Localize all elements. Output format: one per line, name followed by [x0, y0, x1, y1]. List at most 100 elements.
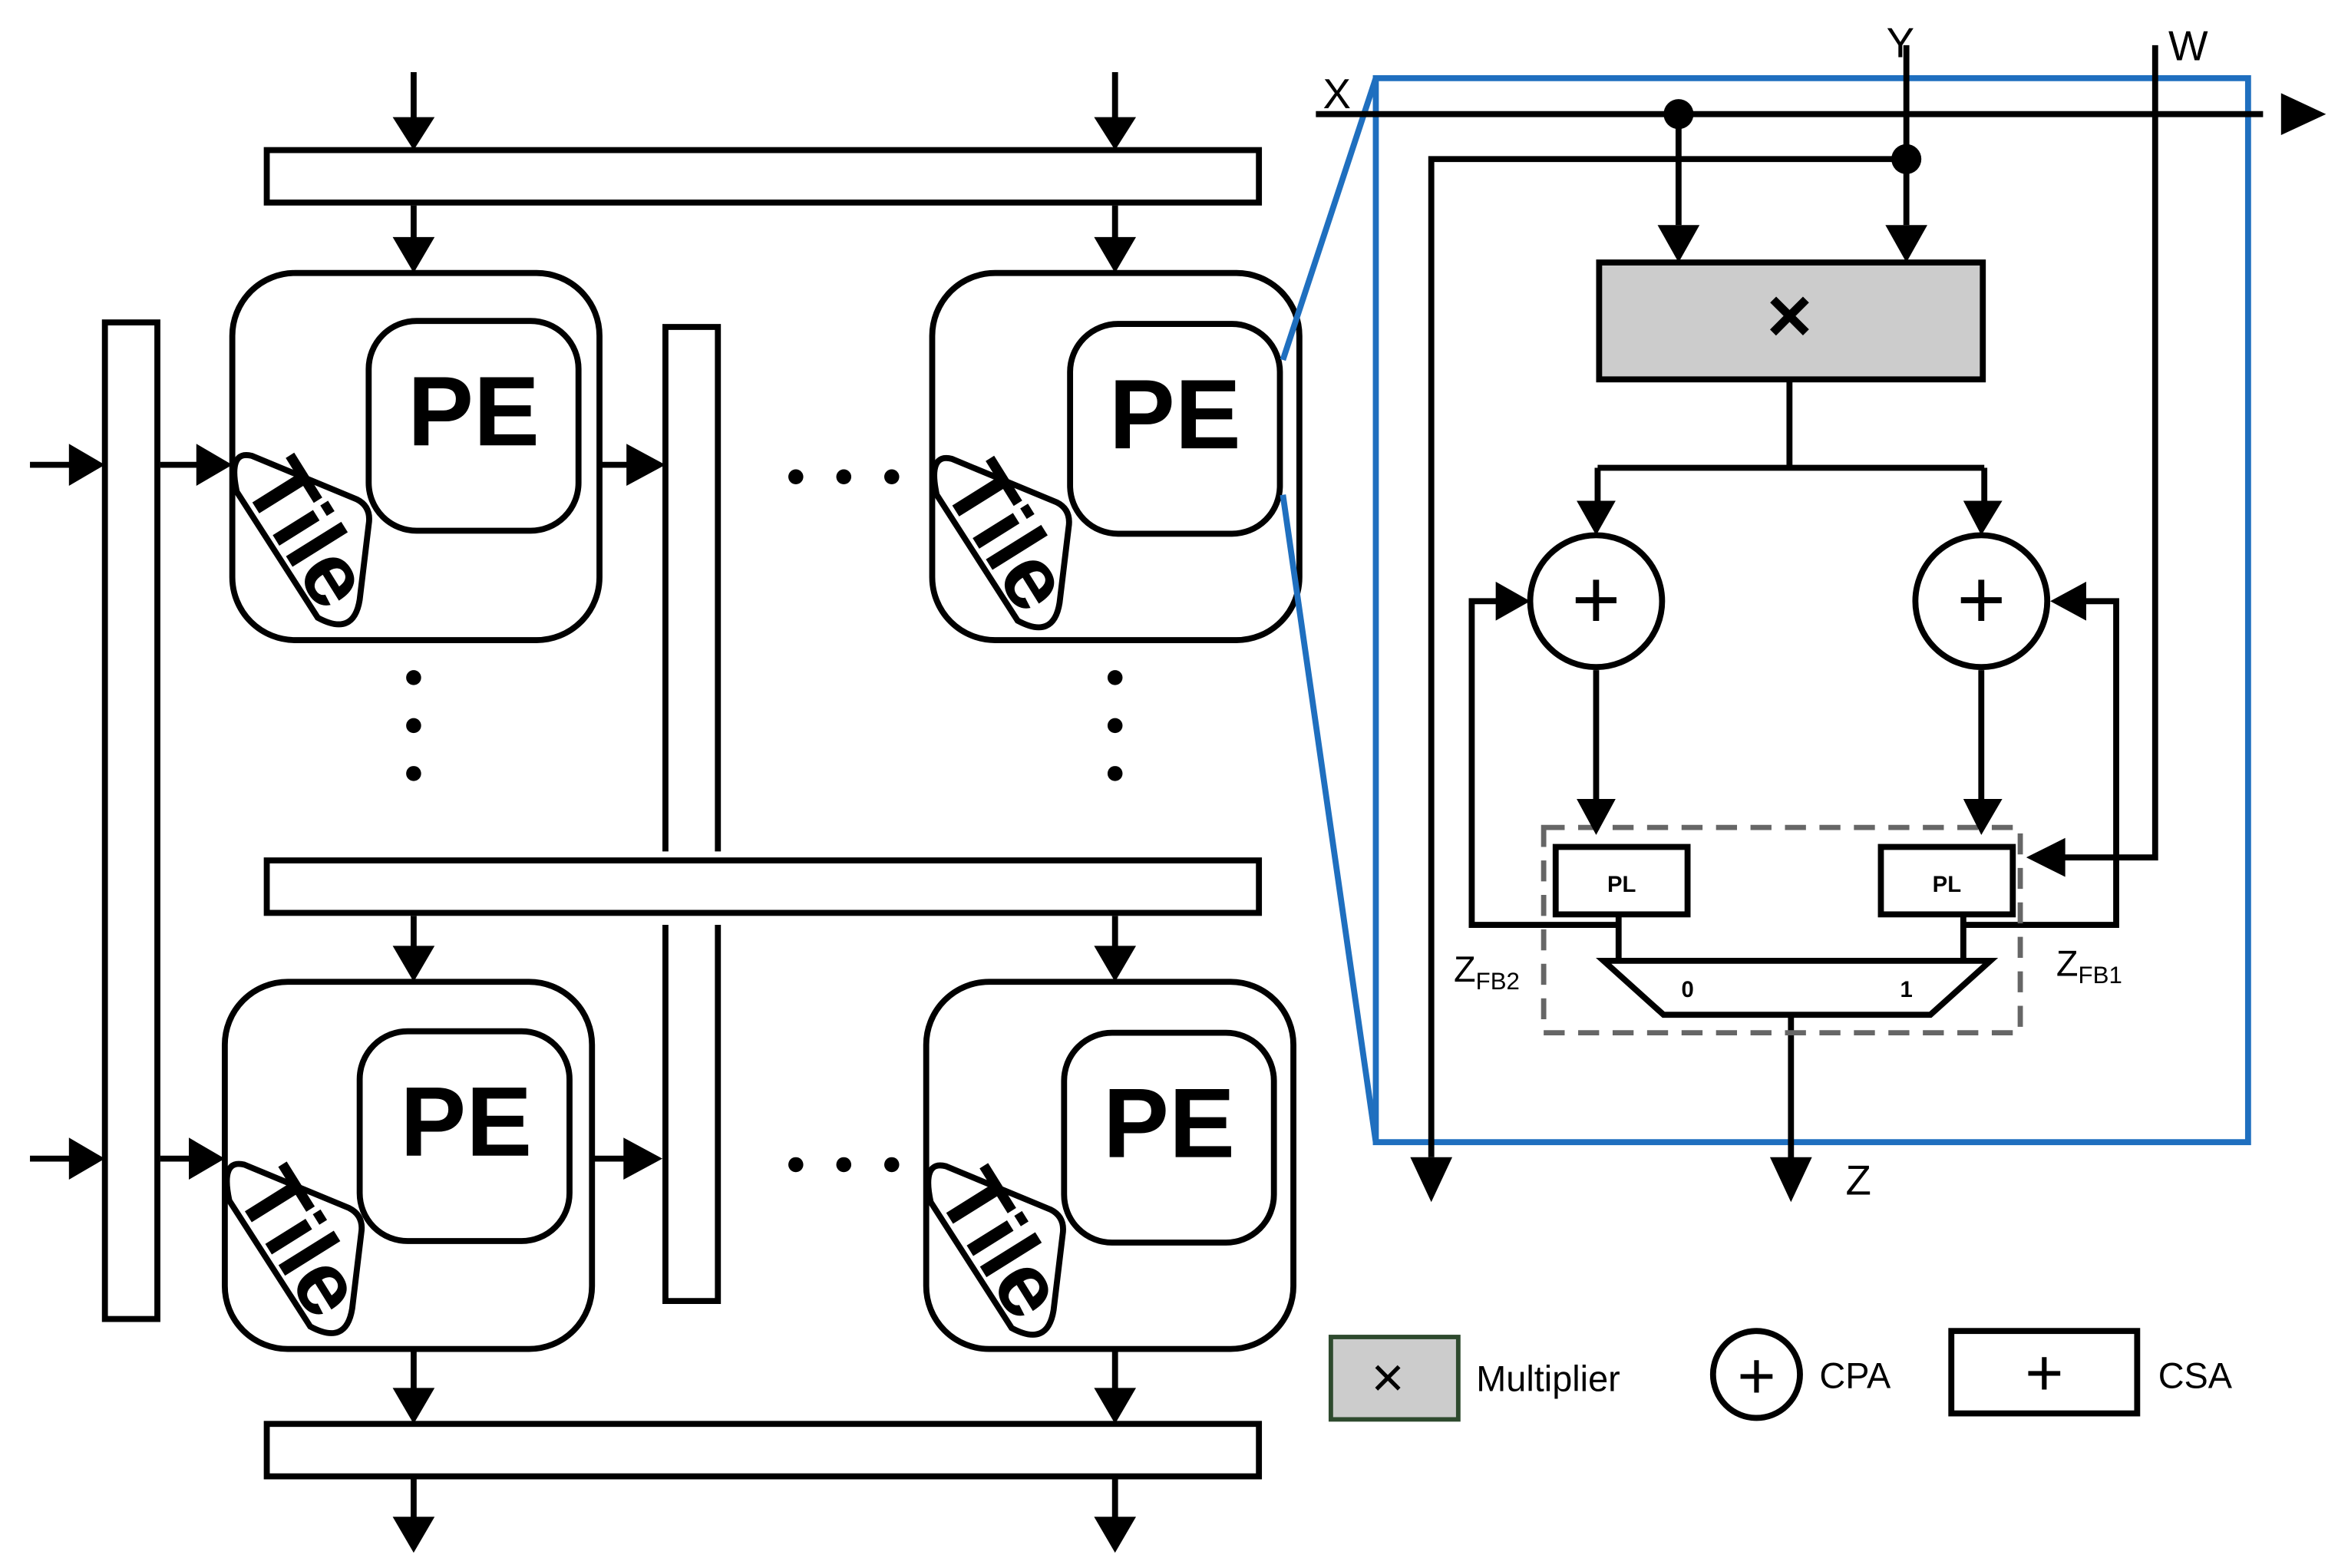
arrow-shaft-bottom-outputs — [411, 1479, 1118, 1537]
legend-csa-symbol: + — [2025, 1336, 2063, 1410]
arrowhead — [1094, 236, 1137, 273]
bus-bar-top — [263, 147, 1263, 206]
arrowhead — [1094, 117, 1137, 150]
arrowhead — [1094, 1517, 1137, 1553]
ellipsis-dot — [788, 1157, 804, 1173]
multiplier-symbol: × — [1767, 271, 1812, 358]
arrow-shaft-left-to-pe — [160, 461, 218, 1162]
pe-box-r2c1 — [356, 1028, 573, 1244]
ellipsis-dot — [406, 766, 421, 781]
feedback-zfb2 — [1468, 598, 1622, 959]
arrow-shaft-pe-to-bottom — [411, 1352, 1118, 1409]
bus-bar-center-lower — [662, 925, 722, 1305]
arrowhead — [392, 1388, 435, 1424]
junction-dot-x — [1663, 99, 1694, 130]
zfb2-main: Z — [1454, 949, 1476, 989]
arrowhead — [1963, 799, 2003, 835]
multiplier-output-lines — [1594, 379, 1988, 507]
ellipsis-dot — [406, 718, 421, 734]
zoom-detail-box — [1372, 74, 2251, 1146]
legend-csa-swatch — [1948, 1328, 2141, 1417]
grid-arrowheads — [68, 117, 1137, 1553]
ellipsis-dot — [1107, 718, 1123, 734]
ellipsis-dot — [884, 469, 900, 484]
legend-multiplier-symbol: × — [1371, 1345, 1404, 1409]
arrowhead — [196, 444, 233, 486]
output-z-label: Z — [1845, 1157, 1871, 1204]
arrow-shaft-top-inputs — [411, 72, 1118, 136]
arrowhead — [1885, 225, 1927, 263]
detail-labels: X Y W Z × + + PL PL 0 1 ZFB2 ZFB1 — [1323, 20, 2208, 1204]
tile-outer-r2c1 — [221, 979, 596, 1352]
detail-arrowheads — [1410, 93, 2326, 1203]
zfb1-subscript: FB1 — [2079, 962, 2122, 989]
pe-label-r2c1: PE — [400, 1067, 532, 1177]
ellipsis-dot — [836, 1157, 852, 1173]
pe-box-r1c2 — [1067, 321, 1283, 537]
arrowhead — [1577, 799, 1616, 835]
arrowhead — [623, 1137, 663, 1180]
input-x-label: X — [1323, 71, 1350, 117]
junction-dot-y — [1891, 144, 1922, 174]
grid-left — [30, 72, 1303, 1537]
pe-box-r2c2 — [1061, 1029, 1277, 1246]
arrowhead — [392, 236, 435, 273]
arrowhead — [1094, 1388, 1137, 1424]
zfb2-label: ZFB2 — [1454, 949, 1520, 995]
tile-outer-r2c2 — [923, 979, 1296, 1352]
arrowhead — [1094, 946, 1137, 982]
mux-input-0: 0 — [1681, 977, 1693, 1002]
arrowhead — [2280, 93, 2326, 136]
w-line — [2056, 45, 2158, 861]
bus-bar-center-upper — [662, 324, 722, 852]
pl-left-label: PL — [1607, 872, 1636, 897]
arrowhead — [1769, 1157, 1812, 1203]
zoom-line-bottom — [1280, 494, 1379, 1143]
ellipsis-dots — [406, 469, 1123, 1173]
cpa-right-symbol: + — [1957, 553, 2006, 646]
pl-box-right — [1877, 843, 2016, 918]
feedback-zfb1 — [1960, 598, 2119, 959]
zfb1-main: Z — [2056, 943, 2079, 983]
arrowhead — [1410, 1157, 1453, 1203]
tile-tab-r1c2 — [931, 454, 1072, 631]
pl-right-label: PL — [1933, 872, 1961, 897]
y-passthrough — [1428, 156, 1907, 1157]
legend: × Multiplier + CPA + CSA — [1328, 1328, 2233, 1422]
zoom-frame — [1280, 74, 2251, 1146]
arrow-shaft-mid-to-pe — [411, 916, 1118, 967]
ellipsis-dot — [1107, 766, 1123, 781]
arrowhead — [68, 1137, 105, 1180]
ellipsis-dot — [836, 469, 852, 484]
ellipsis-dot — [788, 469, 804, 484]
ellipsis-dot — [884, 1157, 900, 1173]
arrowhead — [1577, 500, 1616, 536]
zfb2-subscript: FB2 — [1476, 968, 1520, 995]
arrowhead — [2050, 581, 2086, 621]
arrowhead — [392, 1517, 435, 1553]
input-w-label: W — [2168, 22, 2208, 69]
cpa-left-symbol: + — [1572, 553, 1621, 646]
tile-tab-r1c1 — [231, 452, 372, 628]
legend-multiplier-label: Multiplier — [1476, 1358, 1620, 1398]
tile-tab-r2c2 — [925, 1162, 1066, 1338]
input-y-label: Y — [1887, 20, 1914, 67]
pe-label-r1c2: PE — [1109, 359, 1241, 470]
mux — [1596, 957, 1999, 1018]
arrow-shaft-left-inputs — [30, 461, 91, 1162]
arrowhead — [189, 1137, 225, 1180]
legend-csa-label: CSA — [2158, 1355, 2233, 1395]
legend-cpa-symbol: + — [1737, 1339, 1775, 1413]
arrowhead — [392, 946, 435, 982]
legend-multiplier-swatch — [1328, 1335, 1461, 1422]
arrowhead — [392, 117, 435, 150]
zoom-line-top — [1280, 77, 1379, 361]
tile-tab-r2c1 — [223, 1160, 365, 1336]
tile-outer-r1c2 — [929, 269, 1303, 643]
arrowhead — [1495, 581, 1531, 621]
ellipsis-dot — [1107, 670, 1123, 685]
legend-cpa-label: CPA — [1819, 1355, 1891, 1395]
arrowhead — [1657, 225, 1700, 263]
arrowhead — [68, 444, 105, 486]
